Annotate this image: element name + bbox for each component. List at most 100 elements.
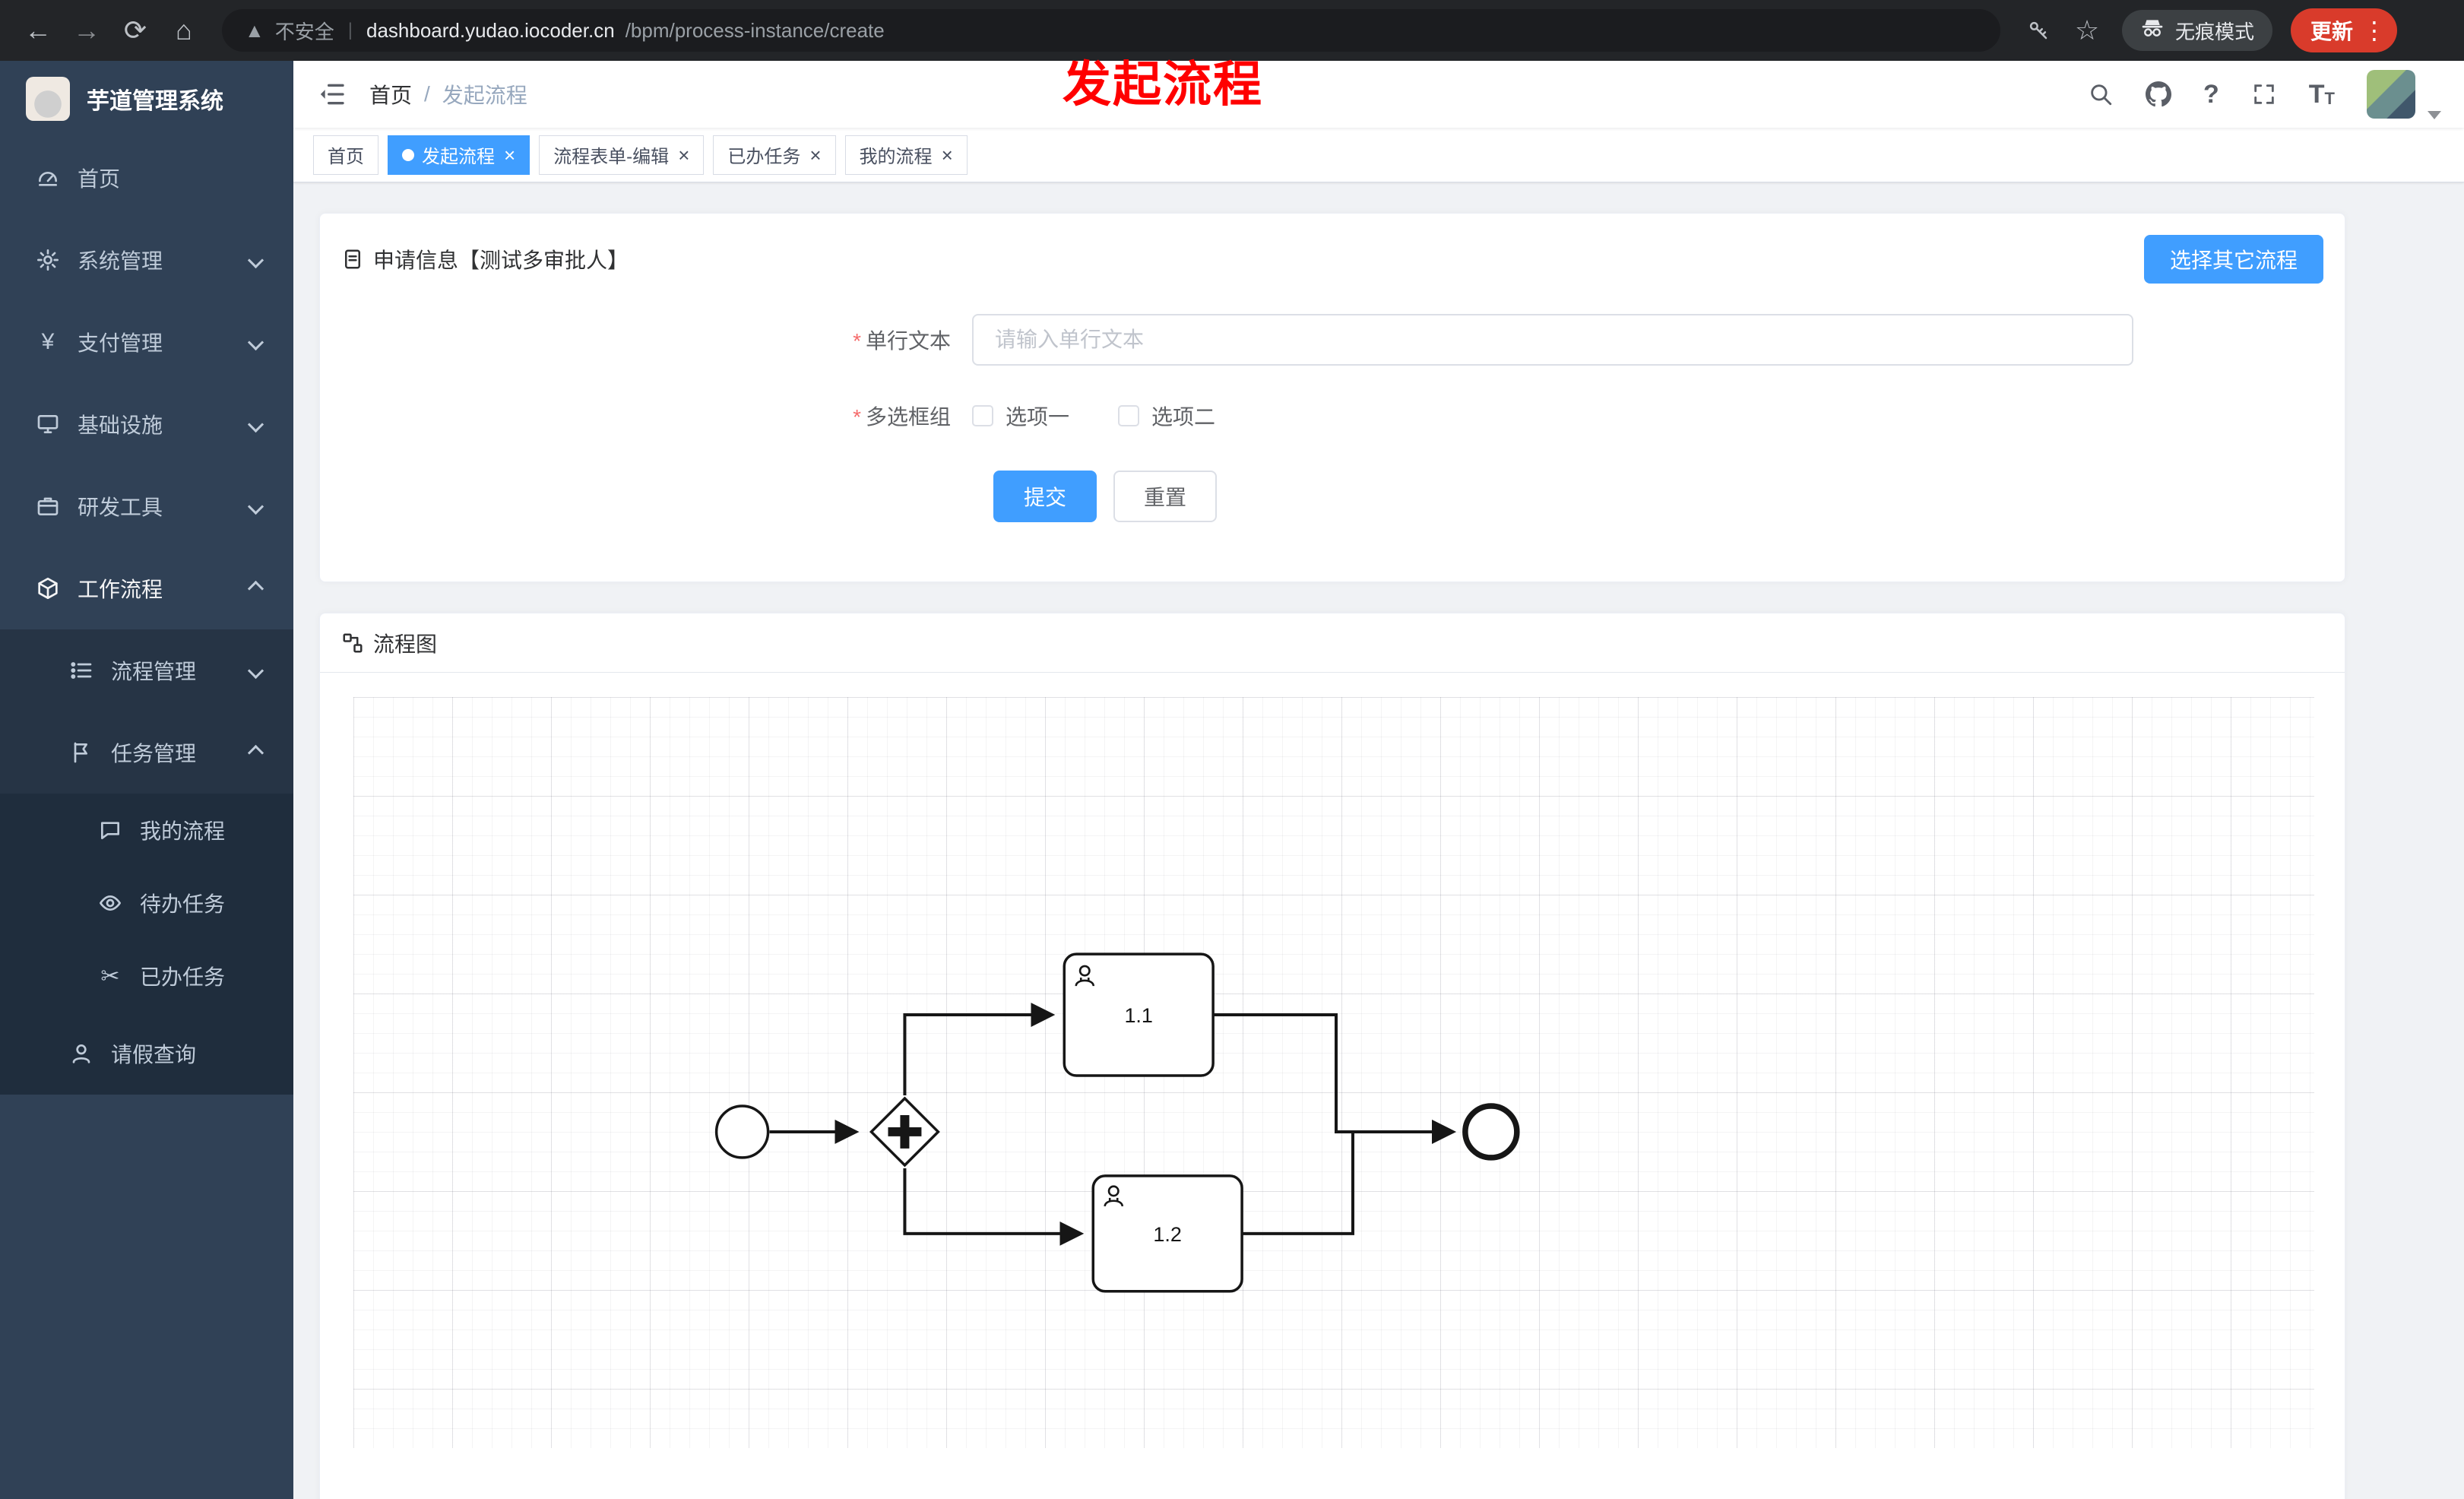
tab-completed-tasks[interactable]: 已办任务 × xyxy=(713,135,836,175)
update-button[interactable]: 更新 ⋮ xyxy=(2291,8,2398,52)
flowchart-icon xyxy=(343,633,363,652)
yen-icon: ¥ xyxy=(41,329,55,354)
tab-label: 流程表单-编辑 xyxy=(553,147,670,167)
kebab-menu-icon[interactable]: ⋮ xyxy=(2362,17,2387,44)
parallel-gateway-node[interactable] xyxy=(869,1096,940,1168)
back-icon[interactable]: ← xyxy=(24,14,52,46)
navbar: 首页 / 发起流程 ? xyxy=(293,61,2464,128)
tab-home[interactable]: 首页 xyxy=(313,135,378,175)
sidebar-item-devtools[interactable]: 研发工具 xyxy=(0,465,293,547)
search-icon[interactable] xyxy=(2088,81,2114,107)
reset-button[interactable]: 重置 xyxy=(1113,471,1218,522)
user-task-1-2-node[interactable]: 1.2 xyxy=(1091,1174,1243,1293)
user-task-1-1-node[interactable]: 1.1 xyxy=(1063,952,1215,1077)
tab-label: 发起流程 xyxy=(422,147,495,167)
tab-start-process[interactable]: 发起流程 × xyxy=(388,135,530,175)
sidebar-item-label: 待办任务 xyxy=(140,892,226,916)
sidebar-item-label: 首页 xyxy=(78,167,121,191)
tab-label: 首页 xyxy=(328,147,364,167)
sidebar-item-label: 我的流程 xyxy=(140,819,226,843)
help-icon[interactable]: ? xyxy=(2203,79,2219,109)
checkbox-icon[interactable] xyxy=(1118,405,1140,426)
bpmn-canvas[interactable]: 1.1 1.2 xyxy=(353,697,2314,1448)
chevron-up-icon xyxy=(247,580,264,597)
gear-icon xyxy=(33,246,62,274)
reload-icon[interactable]: ⟳ xyxy=(123,14,147,46)
end-event-node[interactable] xyxy=(1462,1103,1520,1161)
flow-gateway-task1 xyxy=(903,1003,1056,1095)
user-icon xyxy=(67,1039,96,1068)
sidebar-item-system[interactable]: 系统管理 xyxy=(0,219,293,301)
tab-form-edit[interactable]: 流程表单-编辑 × xyxy=(539,135,705,175)
tab-close-icon[interactable]: × xyxy=(809,143,822,166)
tab-close-icon[interactable]: × xyxy=(678,143,690,166)
annotation-text: 发起流程 xyxy=(1063,57,1263,112)
sidebar-item-home[interactable]: 首页 xyxy=(0,137,293,219)
sidebar-item-my-processes[interactable]: 我的流程 xyxy=(0,794,293,867)
bookmark-star-icon[interactable]: ☆ xyxy=(2074,14,2100,46)
eye-icon xyxy=(96,889,125,917)
sidebar-item-leave-query[interactable]: 请假查询 xyxy=(0,1013,293,1095)
sidebar-item-label: 系统管理 xyxy=(78,249,163,273)
breadcrumb-home[interactable]: 首页 xyxy=(369,84,413,107)
home-icon[interactable]: ⌂ xyxy=(176,14,192,46)
fullscreen-icon[interactable] xyxy=(2251,81,2277,107)
sidebar-collapse-icon[interactable] xyxy=(293,79,369,109)
sidebar-item-completed-tasks[interactable]: ✂ 已办任务 xyxy=(0,940,293,1013)
forward-icon[interactable]: → xyxy=(73,14,100,46)
sidebar-item-label: 已办任务 xyxy=(140,965,226,989)
tab-my-processes[interactable]: 我的流程 × xyxy=(844,135,968,175)
sidebar-item-infrastructure[interactable]: 基础设施 xyxy=(0,383,293,465)
checkbox-option-2[interactable]: 选项二 xyxy=(1118,401,1215,431)
key-icon[interactable] xyxy=(2017,9,2060,52)
checkbox-option-1[interactable]: 选项一 xyxy=(972,401,1069,431)
bpmn-diagram: 1.1 1.2 xyxy=(714,952,1520,1293)
single-line-text-input[interactable] xyxy=(972,314,2133,366)
sidebar-item-pending-tasks[interactable]: 待办任务 xyxy=(0,867,293,940)
required-mark: * xyxy=(853,329,861,353)
sidebar-item-label: 请假查询 xyxy=(111,1043,197,1066)
sidebar-item-workflow[interactable]: 工作流程 xyxy=(0,547,293,629)
flow-gateway-task2 xyxy=(903,1168,1085,1246)
chevron-down-icon[interactable] xyxy=(2428,110,2441,119)
tab-label: 我的流程 xyxy=(859,147,933,167)
sequence-flows xyxy=(769,1003,1456,1246)
checkbox-icon[interactable] xyxy=(972,405,993,426)
form-actions: 提交 重置 xyxy=(993,471,2323,522)
flow-task1-end xyxy=(1213,1013,1456,1144)
github-icon[interactable] xyxy=(2145,81,2171,107)
task-label: 1.2 xyxy=(1153,1223,1182,1246)
select-other-process-button[interactable]: 选择其它流程 xyxy=(2143,235,2323,284)
tab-close-icon[interactable]: × xyxy=(504,143,516,166)
address-bar[interactable]: ▲ 不安全 | dashboard.yudao.iocoder.cn/bpm/p… xyxy=(222,9,2000,52)
card-title: 申请信息【测试多审批人】 xyxy=(341,244,629,274)
user-task-icon xyxy=(1104,1185,1124,1207)
app-shell: 芋道管理系统 首页 系统管理 ¥ 支付管理 基础设施 xyxy=(0,61,2464,1499)
start-event-node[interactable] xyxy=(714,1104,770,1159)
checkbox-label: 选项二 xyxy=(1151,405,1216,429)
application-info-card: 申请信息【测试多审批人】 选择其它流程 *单行文本 *多选框组 xyxy=(319,213,2345,582)
main-area: 首页 / 发起流程 ? xyxy=(293,61,2464,1499)
briefcase-icon xyxy=(33,492,62,521)
sidebar-item-process-management[interactable]: 流程管理 xyxy=(0,629,293,711)
tab-close-icon[interactable]: × xyxy=(941,143,953,166)
avatar[interactable] xyxy=(2367,70,2415,119)
process-diagram-card: 流程图 xyxy=(319,613,2345,1499)
form-row-single-line-text: *单行文本 xyxy=(341,314,2323,366)
logo[interactable]: 芋道管理系统 xyxy=(0,61,293,137)
incognito-label: 无痕模式 xyxy=(2175,20,2255,43)
sidebar-item-task-management[interactable]: 任务管理 xyxy=(0,711,293,794)
submit-button[interactable]: 提交 xyxy=(993,471,1097,522)
card-header: 流程图 xyxy=(320,613,2345,673)
task-label: 1.1 xyxy=(1124,1004,1153,1027)
sidebar-item-payment[interactable]: ¥ 支付管理 xyxy=(0,301,293,383)
breadcrumb-current: 发起流程 xyxy=(442,84,527,107)
form-row-checkbox-group: *多选框组 选项一 选项二 xyxy=(341,398,2323,434)
update-label: 更新 xyxy=(2310,20,2354,43)
monitor-icon xyxy=(33,410,62,439)
checkbox-group: 选项一 选项二 xyxy=(972,401,1215,431)
chevron-down-icon xyxy=(247,334,264,350)
breadcrumb-separator: / xyxy=(424,82,430,106)
sidebar-item-label: 工作流程 xyxy=(78,578,163,601)
